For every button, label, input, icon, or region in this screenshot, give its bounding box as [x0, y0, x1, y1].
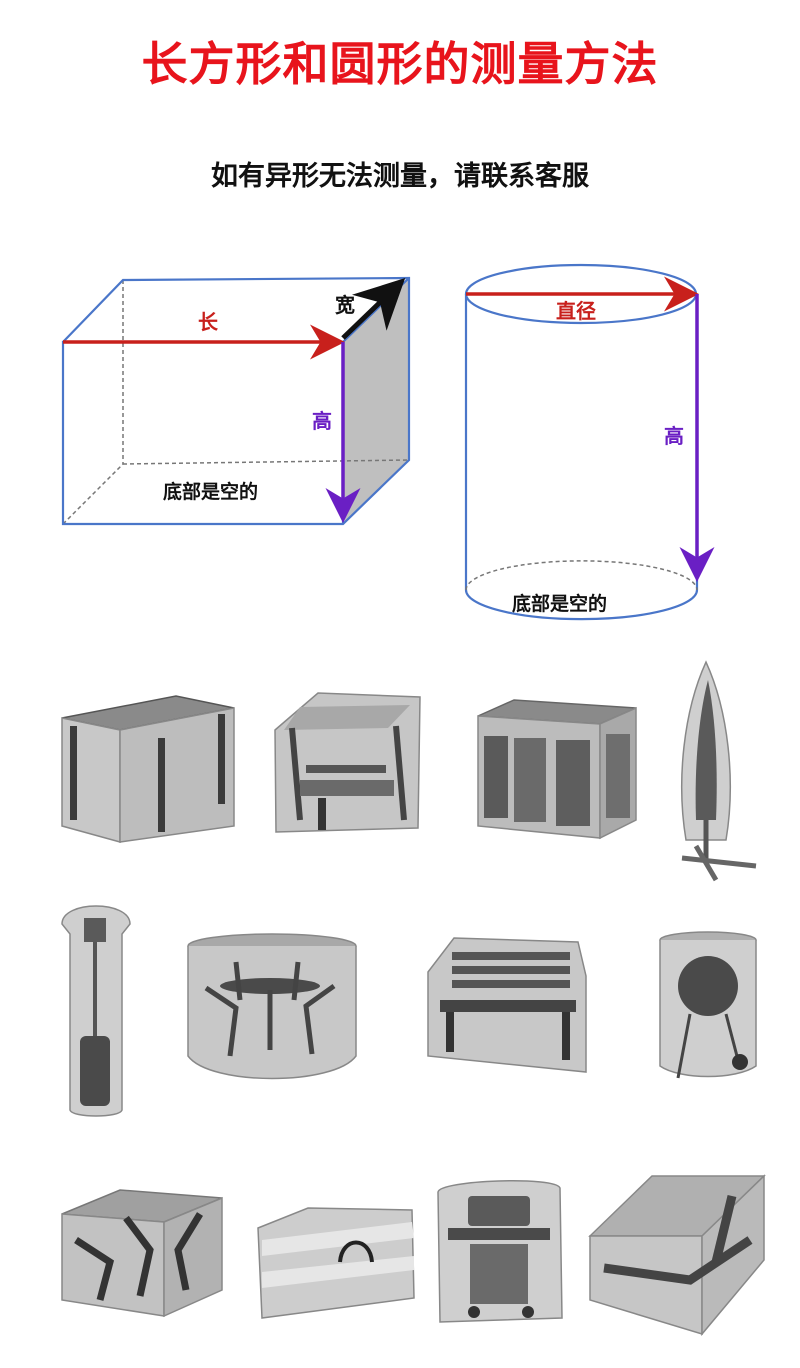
height-label: 高	[312, 409, 332, 433]
round-dining-set-cover-icon	[187, 933, 357, 1080]
swing-chair-cover-icon	[274, 692, 421, 833]
measurement-diagrams: 长 宽 高 底部是空的 直径 高 底部是空的	[61, 263, 715, 621]
cylinder-height-label: 高	[664, 424, 684, 448]
box-bottom-label: 底部是空的	[163, 480, 258, 503]
box-hidden-edge	[122, 459, 410, 465]
length-label: 长	[198, 310, 219, 334]
width-label: 宽	[335, 293, 355, 317]
table-cover-icon	[61, 695, 235, 843]
gas-grill-cover-icon	[437, 1180, 563, 1323]
cube-furniture-cover-icon	[477, 699, 637, 840]
sun-lounger-cover-icon	[588, 1174, 766, 1337]
page-title: 长方形和圆形的测量方法	[141, 37, 659, 91]
diameter-label: 直径	[556, 299, 596, 323]
cylinder-bottom-front	[464, 589, 699, 621]
kettle-grill-cover-icon	[659, 931, 757, 1079]
cylinder-diagram: 直径 高 底部是空的	[464, 263, 715, 621]
box-hidden-edge	[62, 463, 124, 525]
page-subtitle: 如有异形无法测量，请联系客服	[211, 161, 589, 192]
patio-heater-cover-icon	[61, 905, 131, 1117]
cylinder-bottom-label: 底部是空的	[512, 592, 607, 615]
box-side-face	[343, 278, 409, 524]
garden-bench-cover-icon	[427, 937, 587, 1073]
rectangular-dining-set-cover-icon	[61, 1189, 223, 1318]
cushion-storage-bag-icon	[257, 1207, 415, 1319]
width-arrow	[341, 278, 406, 340]
box-diagram: 长 宽 高 底部是空的	[61, 276, 411, 526]
cantilever-umbrella-cover-icon	[680, 660, 757, 882]
